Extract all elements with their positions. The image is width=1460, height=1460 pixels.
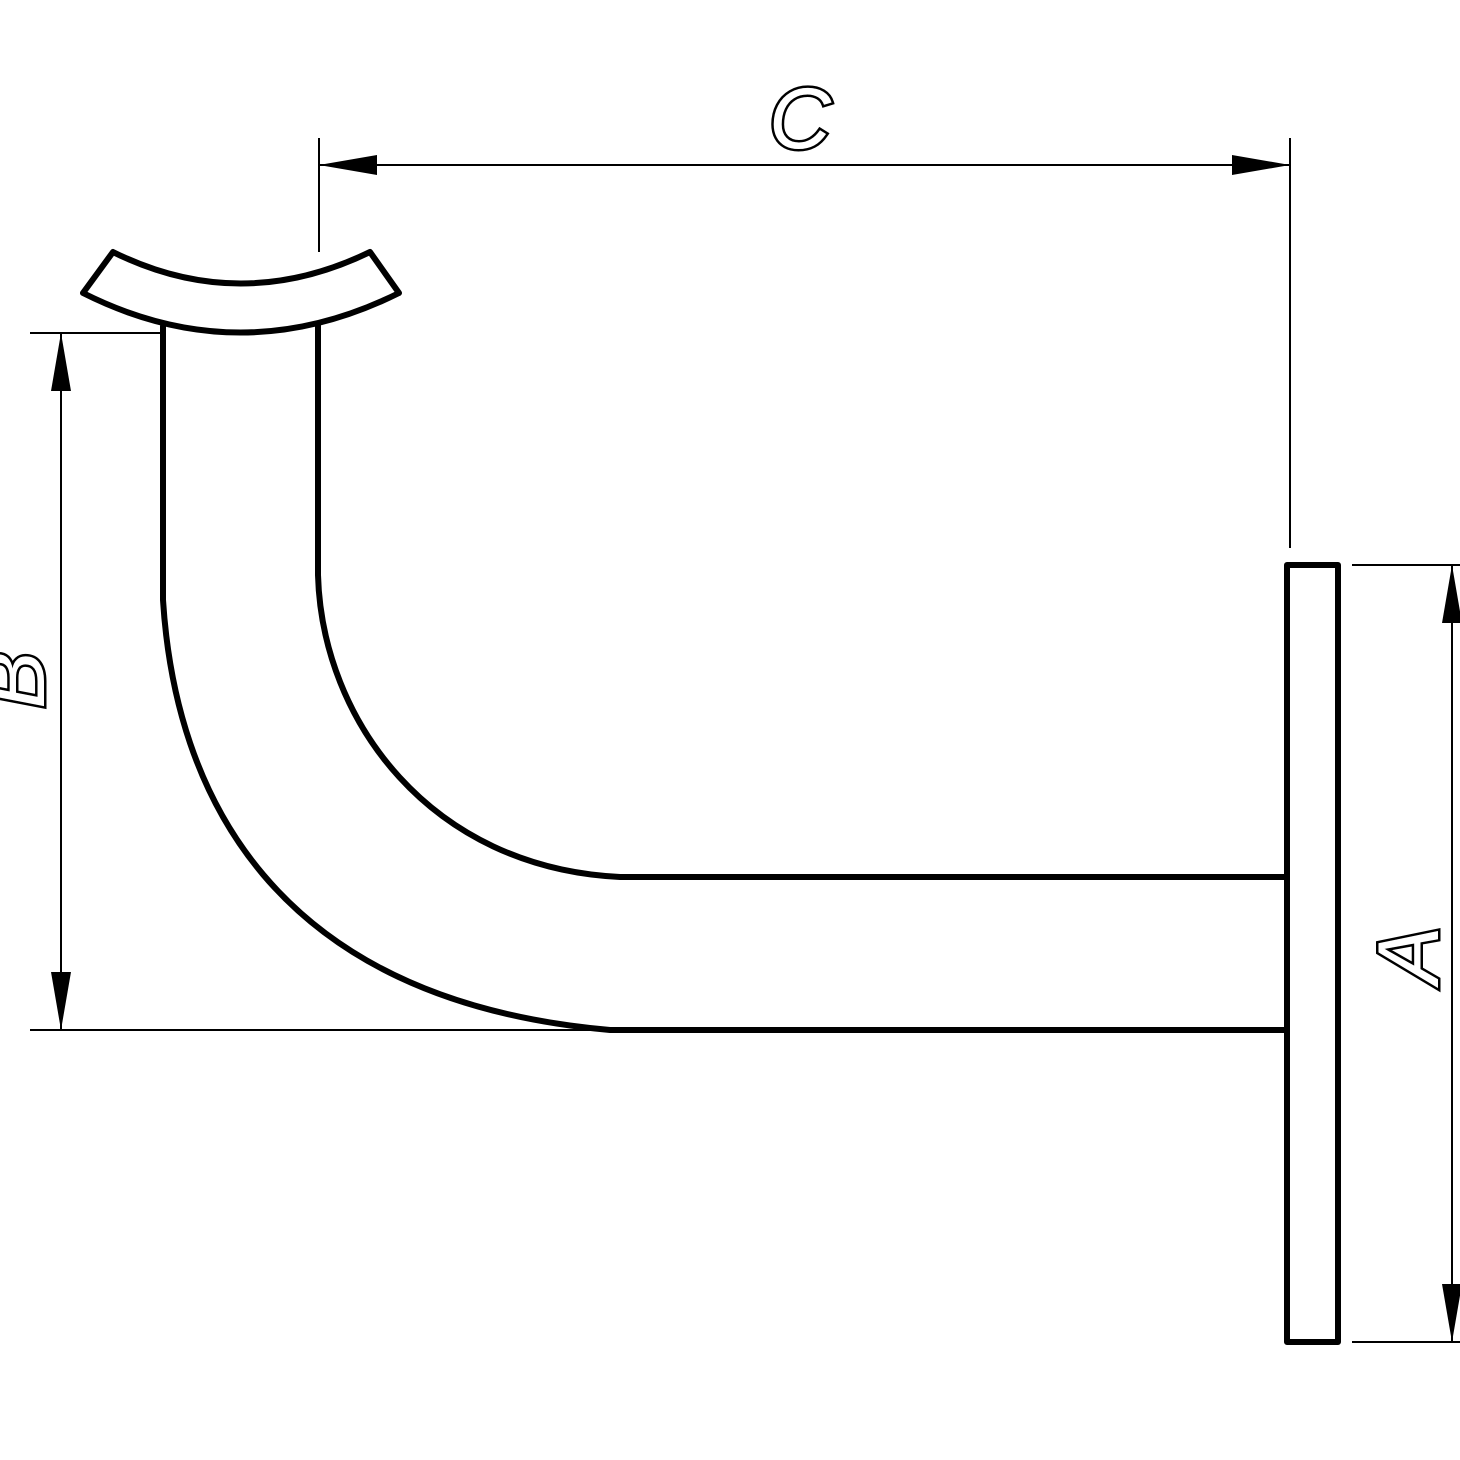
dimension-a: A bbox=[1352, 564, 1460, 1343]
tube-outer-edge bbox=[160, 323, 1290, 1033]
wall-plate bbox=[1284, 562, 1341, 1345]
dimension-c-arrow-left bbox=[319, 155, 377, 175]
saddle-outline bbox=[80, 249, 402, 336]
dimension-c: C bbox=[318, 69, 1291, 548]
dimension-c-label: C bbox=[769, 71, 832, 167]
dimension-a-label: A bbox=[1361, 926, 1457, 988]
dimension-a-arrow-top bbox=[1442, 565, 1460, 623]
tube-inner-edge bbox=[315, 321, 1290, 880]
dimension-b-arrow-bottom bbox=[51, 972, 71, 1030]
dimension-b-label: B bbox=[0, 651, 63, 708]
dimension-c-arrow-right bbox=[1232, 155, 1290, 175]
dimension-b: B bbox=[0, 332, 610, 1031]
dimension-b-arrow-top bbox=[51, 333, 71, 391]
dimension-a-arrow-bottom bbox=[1442, 1284, 1460, 1342]
